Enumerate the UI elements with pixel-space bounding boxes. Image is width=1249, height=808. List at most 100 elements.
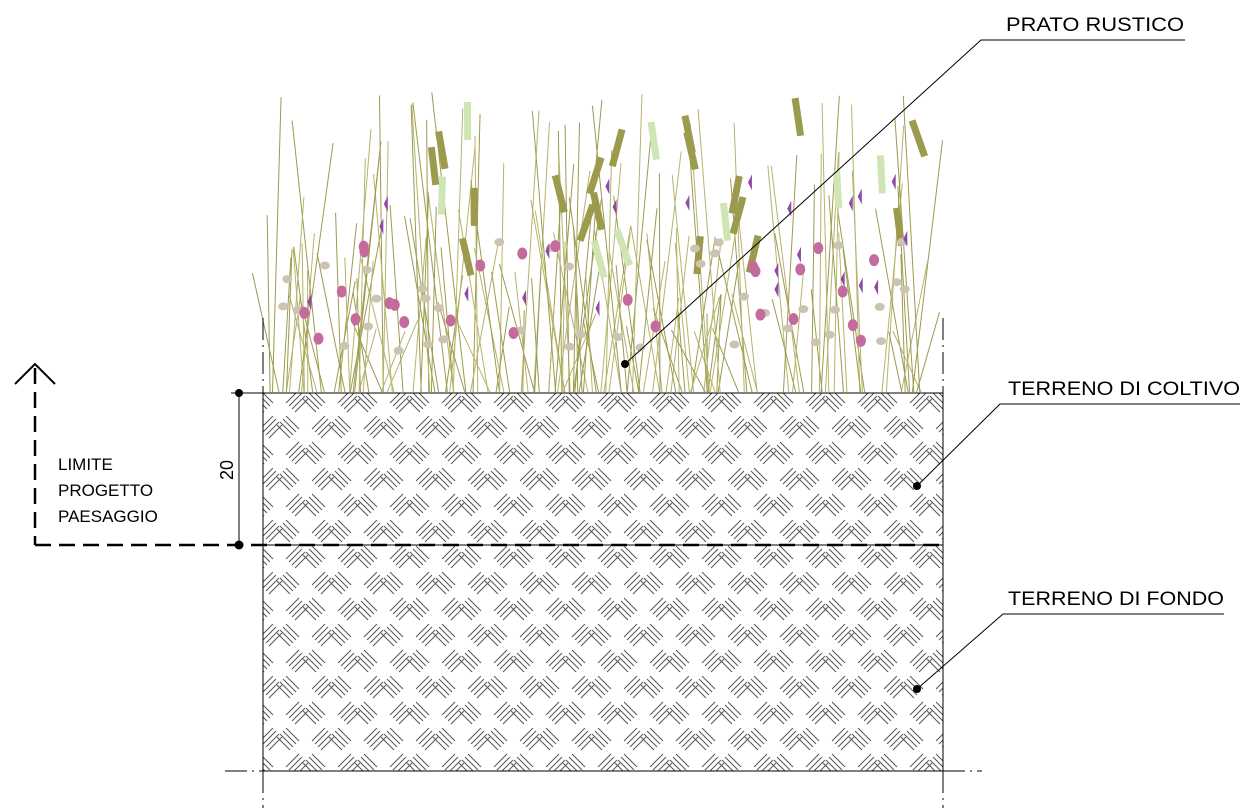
flower-pink (755, 308, 766, 321)
grass-blade (358, 158, 366, 393)
grass-blade (718, 255, 753, 393)
callout-dot-prato (621, 360, 629, 368)
grass-seed-head (590, 191, 606, 231)
grass-blade (412, 102, 448, 393)
grass-seed-head (435, 130, 449, 170)
grass-blade (690, 236, 716, 393)
grass-seed-head (586, 156, 605, 195)
grass-seed-head (613, 228, 634, 267)
grass-seed-head (876, 155, 886, 194)
grass-blade (470, 239, 500, 393)
grass-seed-head (459, 237, 475, 277)
grass-blade (737, 213, 758, 393)
flower-pink (399, 316, 410, 329)
flower-pink (869, 254, 880, 267)
grass-blade (591, 105, 622, 393)
grass-blade (338, 223, 358, 393)
grass-seed-head (720, 202, 731, 242)
grass-blade (554, 163, 575, 393)
flower-pink (795, 263, 806, 276)
flower-pink (475, 259, 486, 272)
grass-blade (498, 263, 535, 393)
limite-progetto-line (14, 362, 943, 547)
grass-seed (438, 335, 449, 344)
grass-blade (271, 97, 282, 393)
grass-seed (371, 294, 382, 303)
grass-blade (690, 296, 720, 393)
flower-bud (840, 271, 845, 288)
grass-blade (835, 195, 866, 393)
flower-pink (748, 260, 759, 273)
prato-rustico-vegetation (251, 92, 944, 393)
flower-pink (389, 298, 400, 311)
grass-blade (531, 111, 557, 393)
grass-blade (335, 212, 342, 393)
grass-blade (609, 252, 635, 393)
grass-blade (916, 311, 940, 393)
flower-pink (650, 320, 661, 333)
flower-bud (685, 194, 690, 211)
flower-bud (464, 285, 469, 302)
grass-blade (266, 215, 271, 393)
grass-blade (348, 129, 372, 393)
grass-blade (875, 208, 909, 393)
grass-seed-head (463, 101, 472, 140)
flower-bud (774, 262, 779, 279)
grass-seed (339, 341, 350, 350)
grass-blade (576, 294, 579, 393)
grass-blade (289, 196, 305, 393)
grass-seed (319, 261, 330, 270)
flower-bud (605, 178, 610, 195)
grass-blade (828, 195, 844, 393)
flower-bud (545, 243, 550, 260)
grass-seed (695, 259, 706, 268)
grass-blade (473, 247, 505, 393)
grass-blade (534, 266, 542, 393)
grass-blade (349, 225, 383, 393)
grass-blade (531, 278, 540, 393)
grass-blade (358, 328, 377, 393)
flower-pink (847, 319, 858, 332)
grass-blade (572, 199, 602, 393)
grass-seed (576, 330, 587, 339)
grass-blade (458, 325, 491, 393)
grass-seed (393, 346, 404, 355)
grass-seed-head (728, 175, 743, 215)
grass-blade (707, 294, 722, 393)
grass-seed (361, 265, 372, 274)
flower-pink (299, 306, 310, 319)
grass-blade (389, 205, 404, 393)
grass-blade (712, 328, 739, 393)
flower-bud (796, 246, 801, 263)
grass-seed-head (729, 196, 747, 235)
grass-blade (354, 157, 380, 393)
callout-leaders (624, 39, 1240, 690)
flower-pink (855, 334, 866, 347)
flower-bud (307, 293, 312, 310)
grass-blade (674, 243, 690, 393)
grass-blade (638, 208, 658, 393)
grass-seed (891, 278, 902, 287)
grass-seed (833, 241, 844, 250)
grass-seed (738, 292, 749, 301)
flower-bud (891, 173, 896, 190)
grass-blade (420, 196, 430, 393)
grass-seed (810, 338, 821, 347)
flower-pink (508, 327, 519, 340)
callout-dot-coltivo (913, 482, 921, 490)
grass-blade (452, 108, 464, 393)
grass-blade (892, 330, 922, 393)
grass-blade (792, 264, 805, 393)
flower-bud (522, 289, 527, 306)
callout-dot-fondo (913, 685, 921, 693)
grass-seed (824, 330, 835, 339)
grass-seed-head (833, 170, 843, 209)
grass-blade (677, 311, 686, 393)
grass-seed-head (470, 187, 478, 226)
grass-seed (420, 294, 431, 303)
center-lines (225, 318, 982, 808)
grass-blade (386, 319, 419, 393)
grass-blade (733, 122, 745, 393)
flower-bud (848, 195, 853, 212)
